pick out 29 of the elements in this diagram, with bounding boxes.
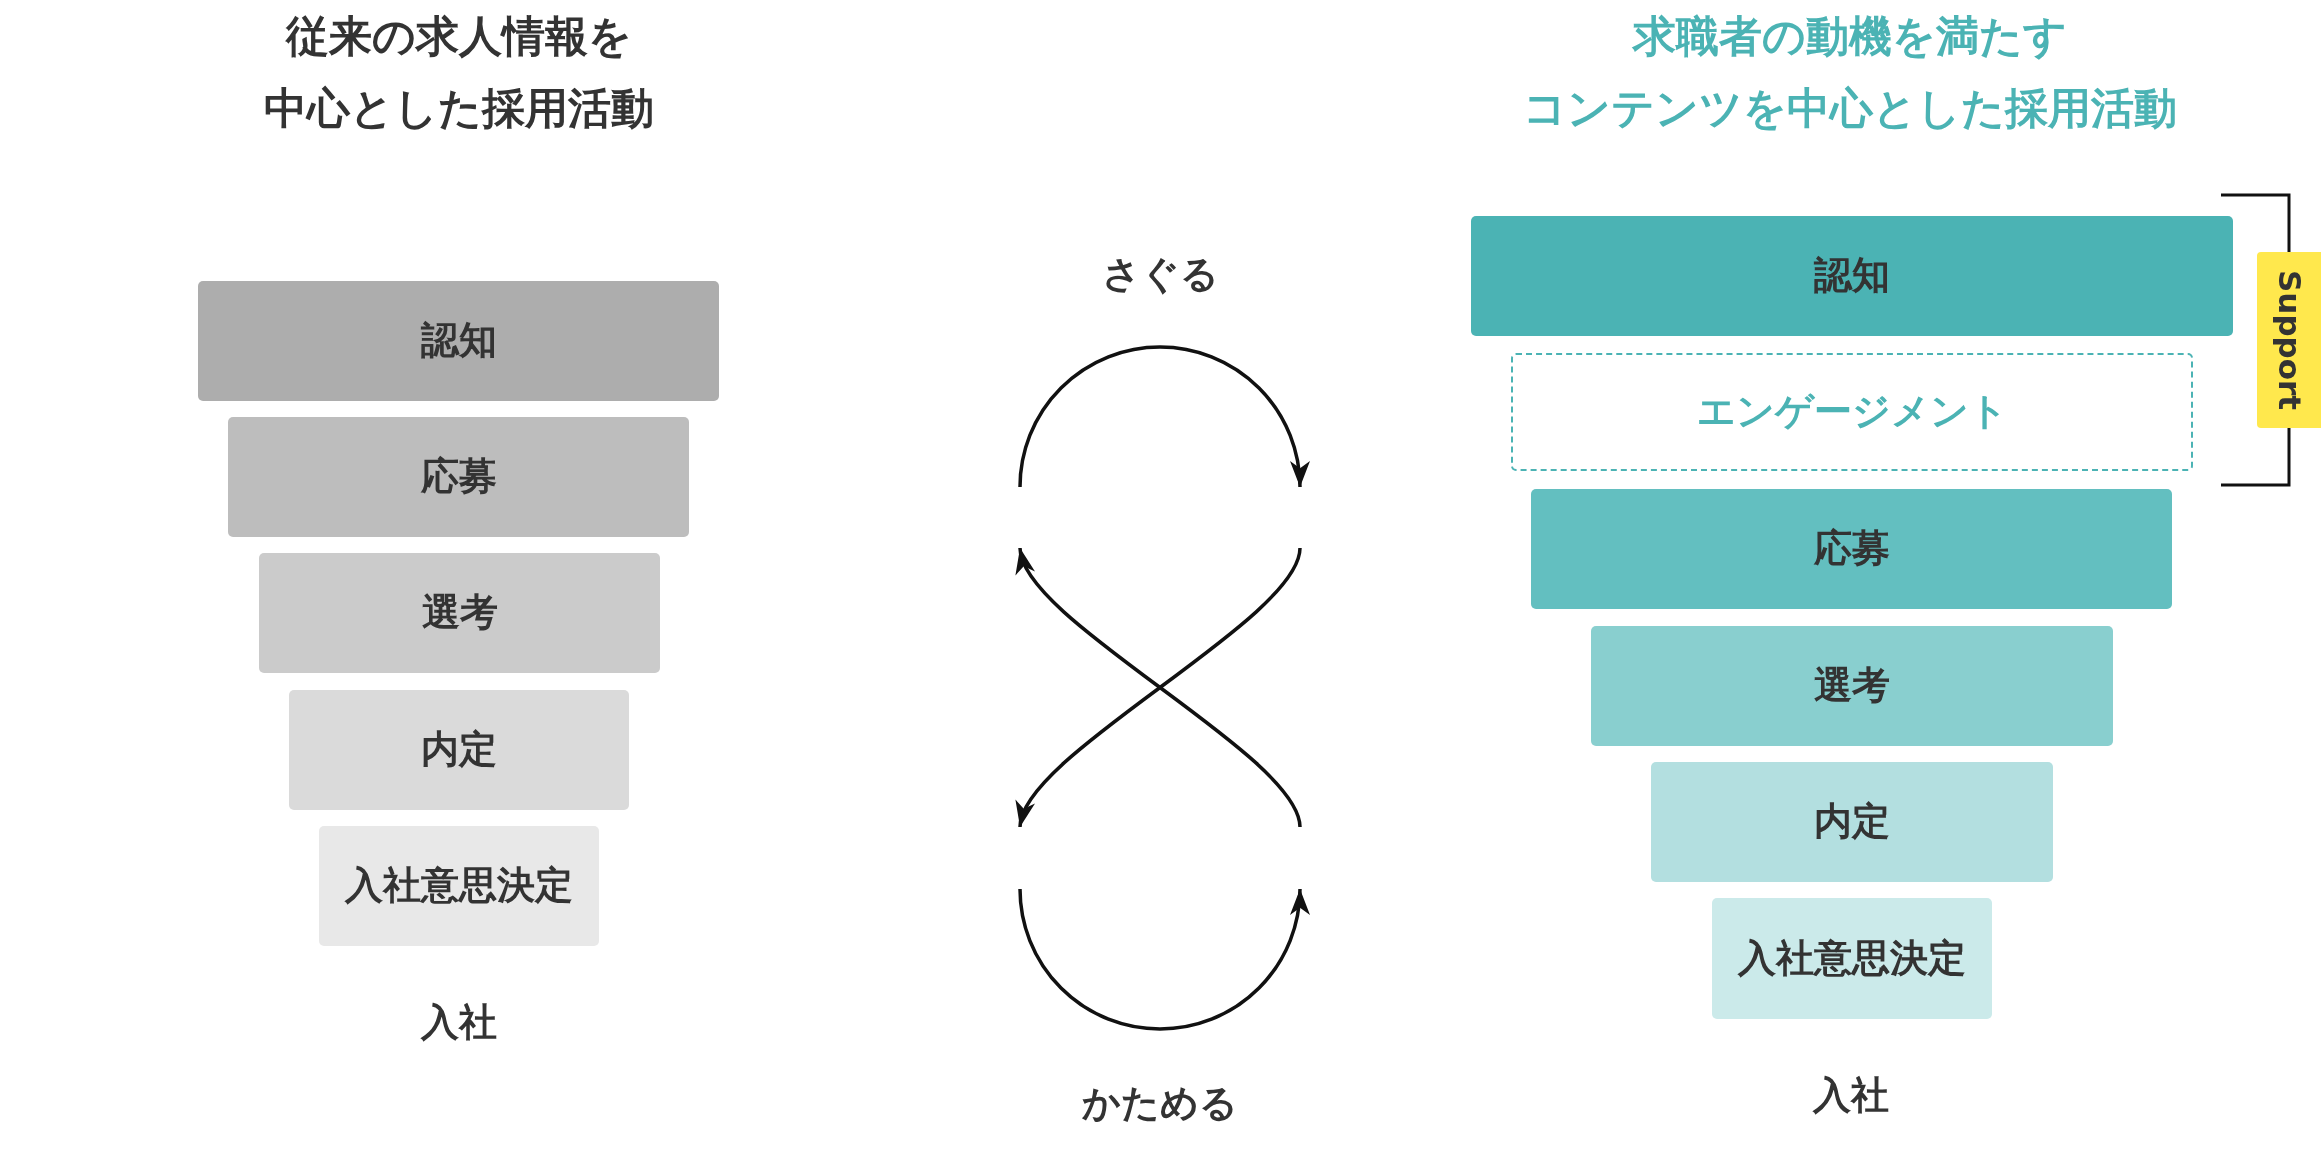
- funnel-stage-bar: [1591, 626, 2113, 746]
- stage-label: エンゲージメント: [1696, 389, 2008, 435]
- column-heading: 従来の求人情報を中心とした採用活動: [264, 10, 654, 135]
- funnel-stage-bar: [1712, 898, 1992, 1019]
- stage-label: 内定: [1814, 799, 1890, 845]
- funnel-stage-bar: [1651, 762, 2053, 882]
- column-heading: 求職者の動機を満たすコンテンツを中心とした採用活動: [1523, 10, 2177, 135]
- end-label: 入社: [1813, 1072, 1889, 1119]
- stage-label: 内定: [421, 727, 497, 773]
- stage-label: 選考: [1814, 663, 1890, 709]
- stage-label: 入社意思決定: [1738, 935, 1966, 982]
- funnel-stage-bar: [198, 281, 719, 401]
- cycle-label: さぐる: [1101, 251, 1219, 298]
- tab-label: Support: [2270, 269, 2308, 411]
- funnel-stage-bar: [228, 417, 689, 537]
- end-label: 入社: [421, 999, 497, 1046]
- stage-label: 認知: [1814, 253, 1890, 299]
- dashed-stage-frame: [1511, 353, 2193, 471]
- stage-label: 認知: [420, 318, 497, 364]
- stage-label: 応募: [420, 454, 497, 500]
- side-tab: [2257, 252, 2321, 428]
- funnel-stage-bar: [1471, 216, 2233, 336]
- funnel-stage-bar: [289, 690, 629, 810]
- stage-label: 選考: [421, 590, 498, 636]
- stage-label: 応募: [1813, 526, 1890, 572]
- funnel-stage-bar: [1531, 489, 2172, 609]
- cycle-label: かためる: [1082, 1080, 1238, 1127]
- stage-label: 入社意思決定: [345, 863, 573, 909]
- funnel-stage-bar: [259, 553, 660, 673]
